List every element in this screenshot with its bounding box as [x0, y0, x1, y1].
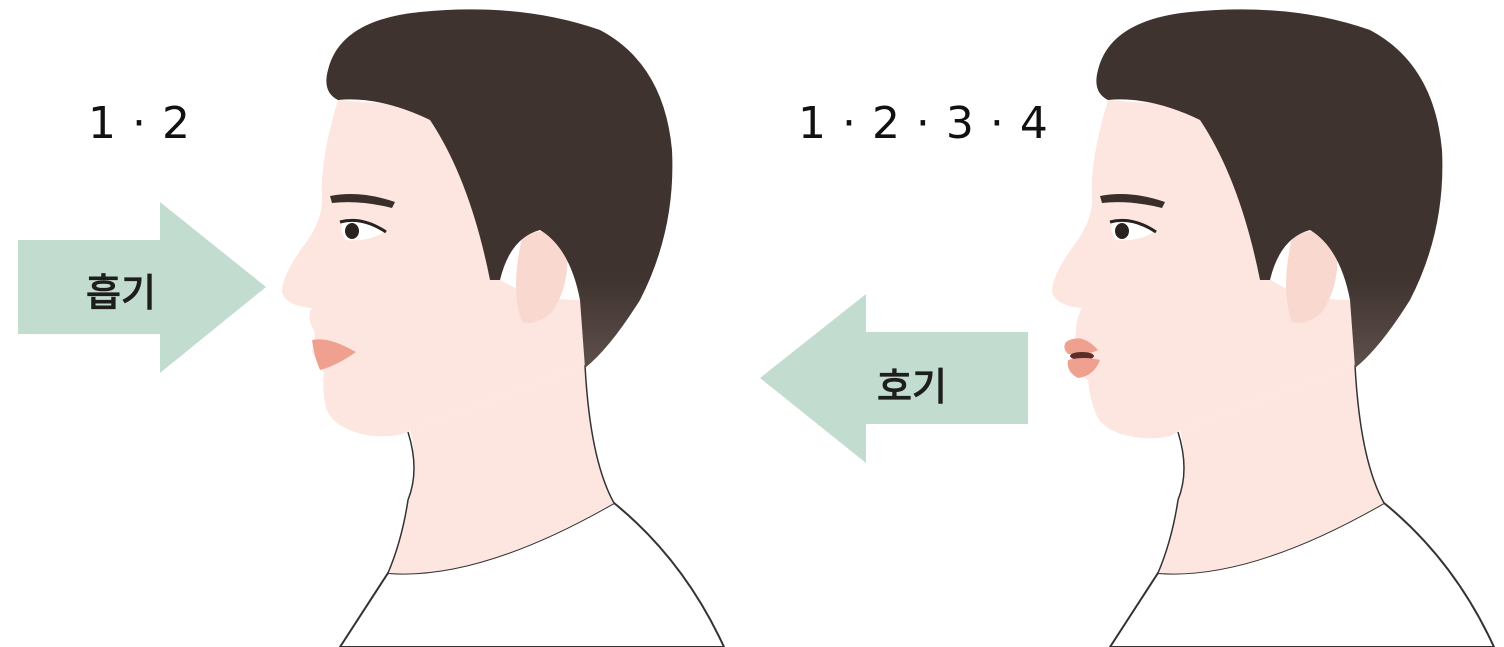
inhale-label: 흡기: [86, 262, 156, 317]
exhale-label: 호기: [877, 356, 947, 411]
exhale-count-text: 1 · 2 · 3 · 4: [798, 98, 1049, 149]
head-inhale-figure: [282, 9, 724, 647]
head-exhale-figure: [1052, 9, 1494, 647]
inhale-count-text: 1 · 2: [88, 98, 191, 149]
